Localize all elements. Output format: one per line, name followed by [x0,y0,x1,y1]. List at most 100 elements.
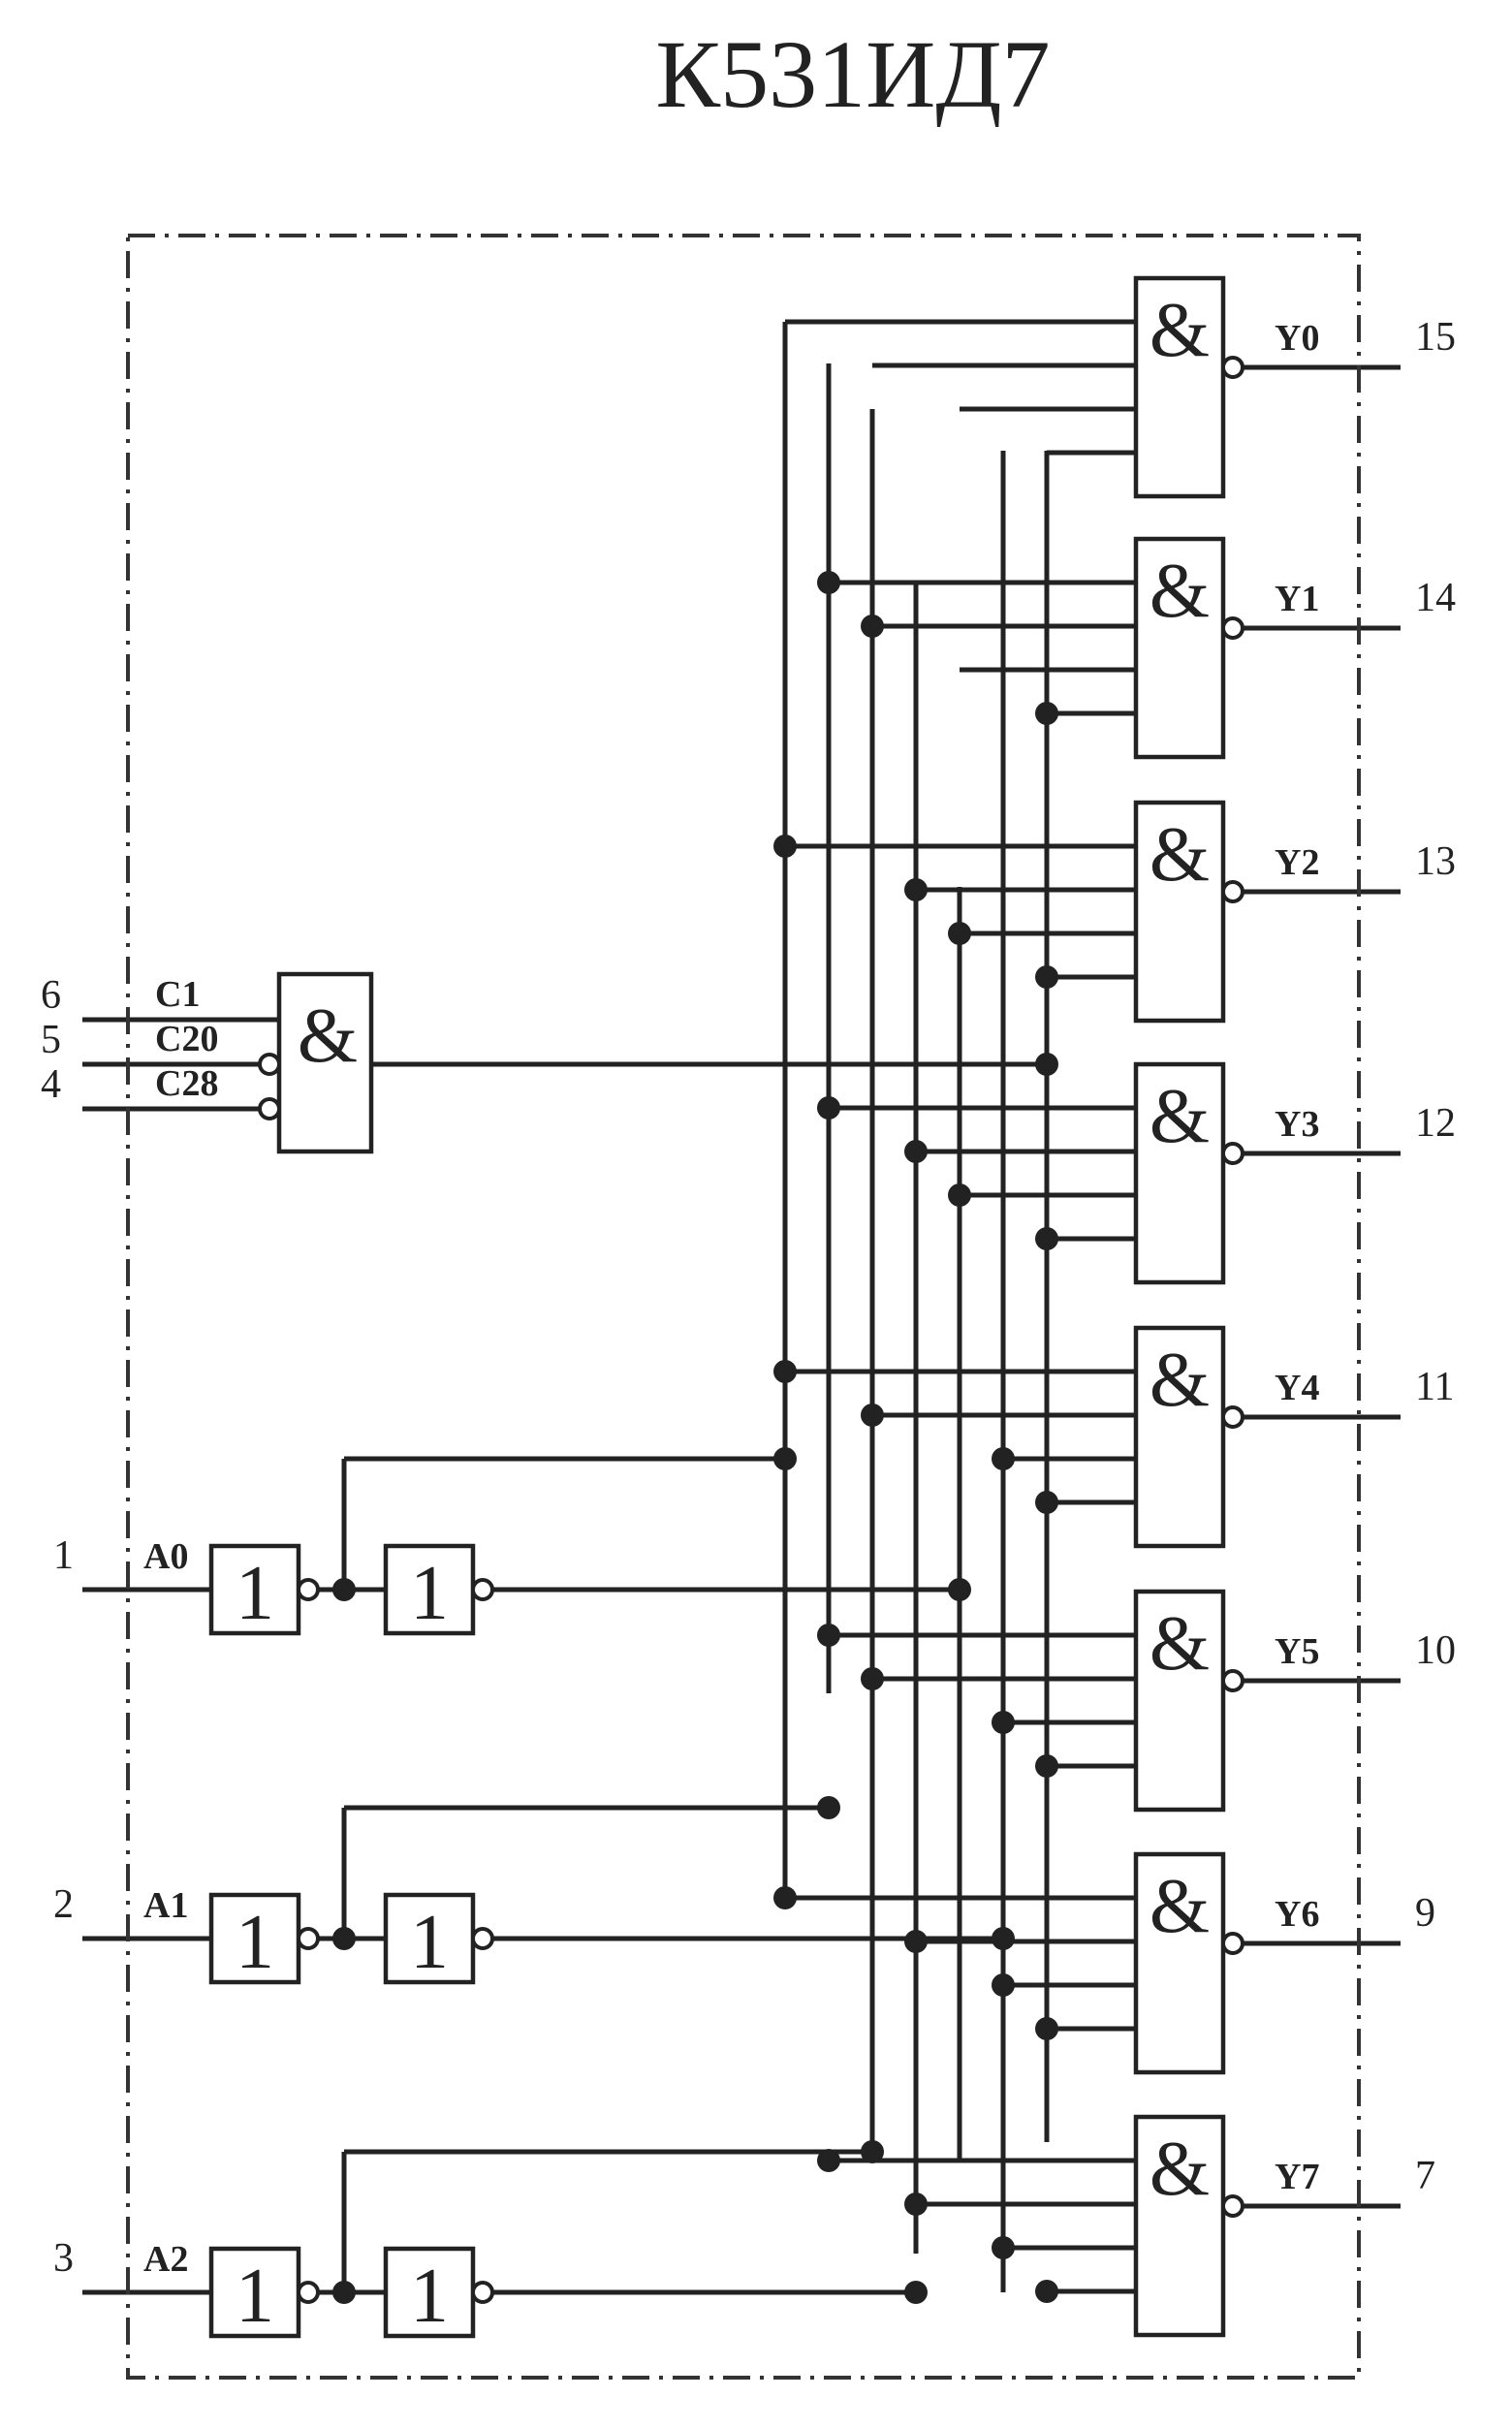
output-signal-label: Y4 [1275,1368,1319,1408]
address-signal-label: A2 [143,2239,188,2280]
output-pin-number: 10 [1415,1628,1456,1673]
and-symbol: & [1150,549,1210,634]
output-signal-label: Y3 [1275,1104,1319,1145]
and-symbol: & [1150,2127,1210,2212]
junction-dot [861,615,884,638]
input-signal-label: C1 [155,974,200,1015]
junction-dot [817,2149,840,2172]
inverter-symbol: 1 [236,2254,274,2339]
and-symbol: & [1150,812,1210,898]
enable-and-gate [276,971,374,1154]
output-pin-number: 11 [1415,1365,1454,1409]
wires [82,319,1401,2295]
buffer-inverter [383,2246,476,2339]
junction-dot [1035,1227,1058,1250]
output-signal-label: Y2 [1275,842,1319,883]
junction-dot [1035,1754,1058,1778]
output-inversion-bubble [1221,1669,1244,1692]
junction-dot [904,1930,928,1953]
output-and-gate [1133,1061,1226,1285]
junction-dot [948,922,971,945]
junction-dot [992,1927,1015,1950]
inverter-bubble [297,1578,320,1601]
address-pin-number: 3 [53,2236,74,2281]
and-symbol: & [1150,1864,1210,1949]
input-pin-number: 5 [41,1018,61,1062]
input-signal-label: C20 [155,1019,218,1059]
output-pin-number: 7 [1415,2154,1435,2198]
output-pin-number: 13 [1415,839,1456,884]
address-pin-number: 2 [53,1882,74,1927]
buffer-inverter [383,1543,476,1636]
chip-title: К531ИД7 [655,20,1050,128]
input-inverter [208,1892,301,1985]
junction-dot [861,1667,884,1690]
junction-dot [817,571,840,594]
junction-dot [1035,965,1058,989]
junction-dot [817,1096,840,1120]
input-pin-number: 4 [41,1062,61,1107]
junction-dot [992,1447,1015,1470]
address-pin-number: 1 [53,1533,74,1578]
junction-dot [904,2281,928,2304]
junction-dot [992,2236,1015,2259]
input-inversion-bubble [258,1053,281,1076]
output-and-gate [1133,1851,1226,2075]
junction-dot [904,878,928,901]
address-signal-label: A1 [143,1885,188,1926]
output-and-gate [1133,1325,1226,1549]
junction-dot [773,835,797,858]
output-inversion-bubble [1221,880,1244,903]
output-signal-label: Y5 [1275,1631,1319,1672]
output-inversion-bubble [1221,1142,1244,1165]
inverter-symbol: 1 [410,2254,449,2339]
address-signal-label: A0 [143,1536,188,1577]
junction-dot [992,1711,1015,1734]
output-signal-label: Y7 [1275,2157,1319,2197]
junction-dot [1035,1491,1058,1514]
junction-dot [1035,1053,1058,1076]
junction-dot [332,1927,356,1950]
inverter-bubble [297,2281,320,2304]
junction-dot [332,1578,356,1601]
junction-dot [817,1796,840,1819]
junction-dot [948,1578,971,1601]
output-signal-label: Y0 [1275,318,1319,359]
output-and-gate [1133,2114,1226,2338]
output-pin-number: 14 [1415,576,1456,620]
input-inverter [208,1543,301,1636]
package-boundary [126,234,1361,2380]
and-symbol: & [298,994,358,1079]
inverter-bubble [471,1927,494,1950]
and-symbol: & [1150,1338,1210,1423]
output-pin-number: 9 [1415,1891,1435,1936]
output-and-gate [1133,800,1226,1024]
output-signal-label: Y6 [1275,1894,1319,1935]
inverter-symbol: 1 [410,1551,449,1636]
junction-dot [332,2281,356,2304]
input-inversion-bubble [258,1097,281,1120]
output-inversion-bubble [1221,1932,1244,1955]
inverter-symbol: 1 [410,1900,449,1985]
junction-dot [1035,2280,1058,2303]
output-inversion-bubble [1221,1405,1244,1429]
inverter-bubble [471,2281,494,2304]
inverter-bubble [297,1927,320,1950]
inverter-bubble [471,1578,494,1601]
input-signal-label: C28 [155,1063,218,1104]
output-and-gate [1133,536,1226,760]
inverter-symbol: 1 [236,1551,274,1636]
output-and-gate [1133,1589,1226,1813]
junction-dot [773,1360,797,1383]
junction-dot [1035,702,1058,725]
output-and-gate [1133,275,1226,499]
junctions [332,571,1058,2304]
output-pin-number: 12 [1415,1101,1456,1146]
and-symbol: & [1150,288,1210,373]
input-pin-number: 6 [41,973,61,1018]
output-inversion-bubble [1221,356,1244,379]
junction-dot [904,2192,928,2216]
junction-dot [992,1973,1015,1997]
